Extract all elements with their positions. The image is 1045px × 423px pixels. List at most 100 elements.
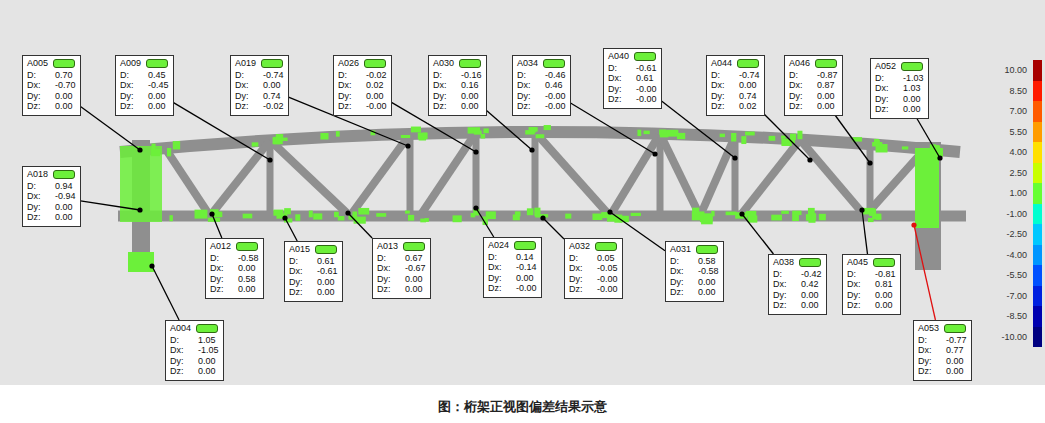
axis-label: Dx: [918, 345, 942, 356]
deviation-value: 0.00 [461, 91, 479, 102]
point-id: A013 [377, 241, 398, 252]
deviation-value: 0.00 [55, 212, 73, 223]
scale-row: 5.50 [1001, 122, 1042, 143]
callout-box: A053D:-0.77Dx:0.77Dy:0.00Dz:0.00 [913, 320, 972, 381]
deviation-value: 0.00 [55, 91, 73, 102]
callout-header: A034 [517, 58, 566, 69]
deviation-value: 0.00 [516, 273, 534, 284]
deviation-patch [513, 214, 520, 220]
status-swatch [595, 242, 617, 251]
status-swatch [696, 245, 718, 254]
axis-label: Dz: [433, 101, 457, 112]
callout-box: A046D:-0.87Dx:0.87Dy:0.00Dz:0.00 [784, 55, 843, 116]
deviation-value: -0.46 [545, 70, 566, 81]
deviation-patch [173, 141, 180, 149]
scale-swatch [1033, 224, 1042, 245]
axis-label: Dz: [377, 284, 401, 295]
deviation-patch [284, 208, 291, 214]
status-swatch [543, 59, 565, 68]
measure-point [607, 209, 612, 214]
deviation-patch [711, 211, 714, 216]
callout-header: A019 [235, 58, 284, 69]
deviation-patch [320, 133, 328, 139]
scale-row: -5.50 [1001, 265, 1042, 286]
bottom-chord [118, 211, 966, 222]
scale-row: 4.00 [1001, 142, 1042, 163]
callout-header: A009 [120, 58, 169, 69]
axis-label: Dx: [670, 266, 694, 277]
deviation-value: 0.16 [461, 80, 479, 91]
axis-label: Dz: [789, 101, 813, 112]
measure-point [859, 207, 864, 212]
scale-swatch [1033, 204, 1042, 225]
callout-box: A005D:0.70Dx:-0.70Dy:0.00Dz:0.00 [22, 55, 81, 116]
axis-label: Dx: [120, 80, 144, 91]
deviation-patch [769, 136, 776, 141]
callout-header: A053 [918, 323, 967, 334]
deviation-table: D:0.58Dx:-0.58Dy:0.00Dz:0.00 [670, 256, 719, 298]
axis-label: Dx: [289, 266, 313, 277]
deviation-table: D:1.05Dx:-1.05Dy:0.00Dz:0.00 [170, 335, 219, 377]
axis-label: D: [235, 70, 259, 81]
deviation-patch [819, 214, 826, 220]
point-id: A032 [569, 241, 590, 252]
status-swatch [944, 324, 966, 333]
scale-row: -7.00 [1001, 286, 1042, 307]
deviation-value: 0.61 [317, 256, 335, 267]
scale-row: -10.00 [1001, 327, 1042, 348]
measure-point [911, 222, 916, 227]
measure-point [652, 151, 657, 156]
deviation-value: -0.58 [698, 266, 719, 277]
measure-point [345, 210, 350, 215]
status-swatch [146, 59, 168, 68]
axis-label: Dy: [488, 273, 512, 284]
deviation-table: D:-1.03Dx:1.03Dy:0.00Dz:0.00 [875, 73, 924, 115]
deviation-patch [151, 149, 160, 156]
deviation-patch [252, 142, 259, 146]
axis-label: Dy: [569, 274, 593, 285]
point-id: A024 [488, 240, 509, 251]
scale-value: 4.00 [1009, 147, 1027, 157]
scale-value: -7.00 [1006, 291, 1027, 301]
deviation-patch [453, 215, 462, 222]
deviation-value: -0.00 [597, 284, 618, 295]
leader-line [662, 101, 735, 158]
measure-point [867, 160, 872, 165]
point-id: A045 [847, 257, 868, 268]
deviation-table: D:-0.77Dx:0.77Dy:0.00Dz:0.00 [918, 335, 967, 377]
deviation-patch [792, 215, 799, 221]
status-swatch [261, 59, 283, 68]
callout-box: A045D:-0.81Dx:0.81Dy:0.00Dz:0.00 [842, 254, 901, 315]
callout-box: A044D:-0.74Dx:0.00Dy:0.74Dz:0.02 [706, 55, 765, 116]
status-swatch [236, 242, 258, 251]
point-id: A044 [711, 58, 732, 69]
axis-label: Dy: [608, 84, 632, 95]
deviation-patch [405, 211, 410, 214]
axis-label: Dy: [670, 277, 694, 288]
deviation-patch [771, 215, 782, 221]
diagonal-member [165, 148, 210, 216]
deviation-value: 0.00 [198, 366, 216, 377]
leader-line [914, 225, 935, 320]
leader-line [543, 218, 564, 239]
diagonal-member [610, 134, 660, 216]
axis-label: D: [569, 253, 593, 264]
vertical-member [473, 132, 480, 216]
scale-row: -2.50 [1001, 224, 1042, 245]
scale-row: 2.50 [1001, 163, 1042, 184]
deviation-table: D:0.45Dx:-0.45Dy:0.00Dz:0.00 [120, 70, 169, 112]
deviation-table: D:0.05Dx:-0.05Dy:-0.00Dz:-0.00 [569, 253, 618, 295]
deviation-value: 0.00 [817, 101, 835, 112]
axis-label: Dy: [711, 91, 735, 102]
diagonal-member [535, 132, 610, 216]
callout-box: A034D:-0.46Dx:0.46Dy:-0.00Dz:-0.00 [512, 55, 571, 116]
deviation-patch [419, 135, 426, 140]
measure-point [405, 143, 410, 148]
vertical-member [532, 132, 539, 216]
callout-box: A019D:-0.74Dx:0.00Dy:0.74Dz:-0.02 [230, 55, 289, 116]
point-id: A034 [517, 58, 538, 69]
point-id: A009 [120, 58, 141, 69]
status-swatch [403, 242, 425, 251]
callout-header: A032 [569, 241, 618, 252]
callout-box: A040D:-0.61Dx:0.61Dy:-0.00Dz:-0.00 [603, 48, 662, 109]
